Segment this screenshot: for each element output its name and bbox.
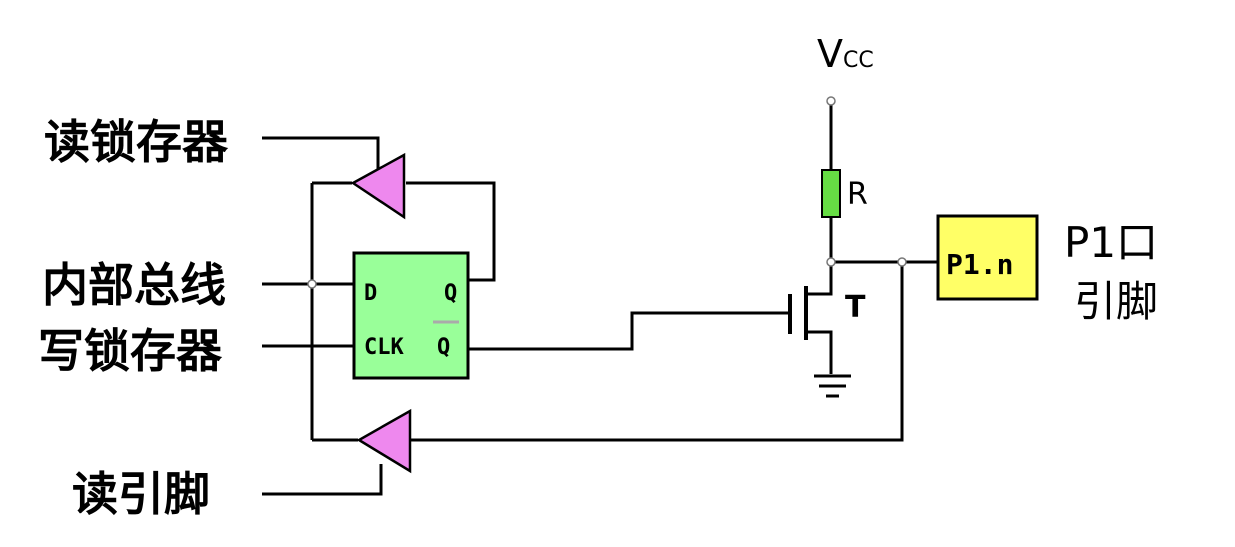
latch-d-label: D	[364, 281, 377, 306]
write-latch-label: 写锁存器	[38, 324, 223, 378]
transistor: T	[788, 286, 866, 340]
read-pin-label: 读引脚	[72, 467, 210, 521]
internal-bus-label: 内部总线	[42, 258, 226, 312]
read-latch-buffer	[350, 152, 406, 220]
vcc-label: VCC	[817, 32, 874, 76]
qbar-to-gate-wire	[468, 311, 788, 351]
ground-symbol	[814, 374, 851, 398]
wires	[262, 101, 938, 496]
read-latch-control-wire	[262, 136, 380, 170]
latch-q-label: Q	[444, 281, 457, 306]
transistor-label: T	[845, 290, 866, 325]
read-latch-label: 读锁存器	[44, 115, 229, 169]
q-feedback-wire	[406, 181, 496, 282]
latch-qbar-label: Q	[437, 335, 450, 360]
transistor-source	[806, 330, 833, 374]
read-pin-buffer	[356, 408, 412, 474]
pin-box	[936, 214, 1039, 301]
pin-junction	[897, 257, 907, 267]
junctions	[307, 96, 907, 289]
drain-junction	[826, 257, 836, 267]
bus-junction	[307, 279, 317, 289]
pin-box-label: P1.n	[946, 248, 1013, 281]
resistor	[821, 169, 841, 218]
latch-clk-label: CLK	[364, 335, 404, 360]
transistor-drain	[806, 262, 833, 296]
port-subtitle: 引脚	[1074, 277, 1158, 326]
d-latch: D Q CLK Q	[352, 251, 470, 380]
port-title: P1口	[1064, 218, 1158, 267]
pin-feedback-wire	[411, 262, 904, 442]
vcc-terminal	[826, 96, 836, 106]
resistor-label: R	[847, 177, 868, 212]
read-pin-control-wire	[262, 464, 383, 496]
